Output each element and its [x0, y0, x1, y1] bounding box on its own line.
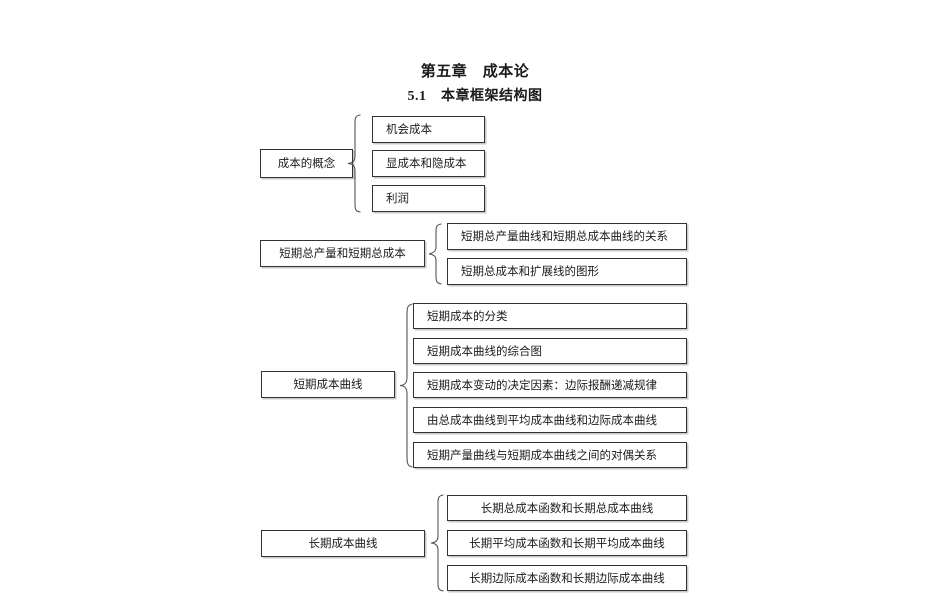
child-node-long-run-total-cost[interactable]: 长期总成本函数和长期总成本曲线	[447, 495, 687, 521]
parent-node-long-run-cost-curve[interactable]: 长期成本曲线	[261, 530, 425, 557]
child-node-diminishing-marginal-returns[interactable]: 短期成本变动的决定因素：边际报酬递减规律	[413, 372, 687, 398]
parent-node-short-run-total-output-cost[interactable]: 短期总产量和短期总成本	[260, 240, 425, 267]
child-node-opportunity-cost[interactable]: 机会成本	[372, 116, 485, 143]
section-subtitle: 5.1 本章框架结构图	[407, 89, 543, 104]
brace-short-run-cost-curve	[398, 303, 414, 468]
parent-node-short-run-cost-curve[interactable]: 短期成本曲线	[261, 371, 395, 398]
brace-long-run-cost-curve	[429, 494, 445, 592]
child-node-long-run-marginal-cost[interactable]: 长期边际成本函数和长期边际成本曲线	[447, 565, 687, 591]
child-node-output-cost-duality[interactable]: 短期产量曲线与短期成本曲线之间的对偶关系	[413, 442, 687, 468]
child-node-total-cost-expansion-path[interactable]: 短期总成本和扩展线的图形	[447, 258, 687, 285]
brace-short-run-total	[427, 223, 443, 285]
child-node-total-to-average-marginal[interactable]: 由总成本曲线到平均成本曲线和边际成本曲线	[413, 407, 687, 433]
child-node-total-output-cost-relation[interactable]: 短期总产量曲线和短期总成本曲线的关系	[447, 223, 687, 250]
parent-node-cost-concept[interactable]: 成本的概念	[260, 149, 353, 178]
child-node-short-run-cost-curve-overview[interactable]: 短期成本曲线的综合图	[413, 338, 687, 364]
child-node-explicit-implicit-cost[interactable]: 显成本和隐成本	[372, 150, 485, 177]
child-node-long-run-average-cost[interactable]: 长期平均成本函数和长期平均成本曲线	[447, 530, 687, 556]
chapter-title: 第五章 成本论	[420, 64, 530, 80]
child-node-short-run-cost-classification[interactable]: 短期成本的分类	[413, 303, 687, 329]
child-node-profit[interactable]: 利润	[372, 185, 485, 212]
